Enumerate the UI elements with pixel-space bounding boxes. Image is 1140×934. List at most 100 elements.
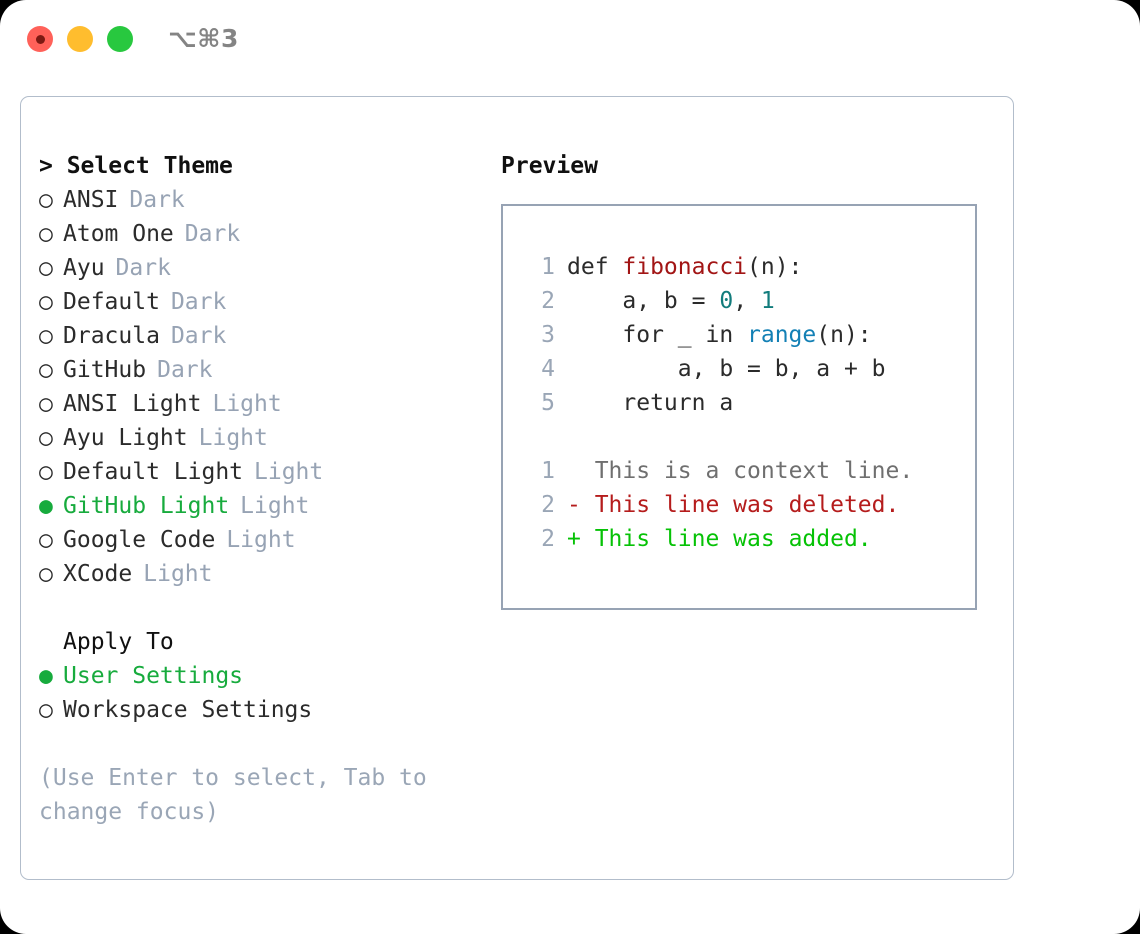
code-token-plain: (n):: [747, 254, 803, 280]
diff-text: This line was added.: [594, 526, 872, 552]
line-number: 5: [541, 390, 555, 416]
radio-unselected-icon: ○: [39, 221, 53, 247]
code-line: 5 return a: [525, 386, 975, 420]
radio-unselected-icon: ○: [39, 459, 53, 485]
theme-list-item[interactable]: ○ Atom One Dark: [39, 217, 479, 251]
line-number: 3: [541, 322, 555, 348]
theme-name: ANSI Light: [63, 391, 202, 417]
code-token-num: 0: [719, 288, 734, 314]
apply-to-options[interactable]: ●User Settings ○ Workspace Settings: [39, 659, 479, 727]
preview-heading: Preview: [501, 153, 598, 179]
diff-line-context: 1 This is a context line.: [525, 454, 975, 488]
apply-to-option-label: Workspace Settings: [63, 697, 313, 723]
code-token-plain: return a: [567, 390, 734, 416]
radio-unselected-icon: ○: [39, 425, 53, 451]
radio-unselected-icon: ○: [39, 357, 53, 383]
code-line: 4 a, b = b, a + b: [525, 352, 975, 386]
radio-unselected-icon: ○: [39, 561, 53, 587]
code-text: a, b = b, a + b: [567, 352, 886, 386]
theme-list-item[interactable]: ● GitHub Light Light: [39, 489, 479, 523]
theme-category-tag: Dark: [157, 357, 213, 383]
radio-unselected-icon: ○: [39, 255, 53, 281]
radio-unselected-icon: ○: [39, 391, 53, 417]
line-number: 4: [541, 356, 555, 382]
apply-to-option[interactable]: ●User Settings: [39, 659, 479, 693]
theme-name: GitHub Light: [63, 493, 230, 519]
traffic-light-controls: [27, 26, 133, 52]
minimize-button[interactable]: [67, 26, 93, 52]
keyboard-shortcut-label: ⌥⌘3: [168, 24, 239, 53]
theme-list-item[interactable]: ○ Ayu Dark: [39, 251, 479, 285]
code-line: 2 a, b = 0, 1: [525, 284, 975, 318]
diff-line-del: 2- This line was deleted.: [525, 488, 975, 522]
code-token-num: 1: [760, 288, 775, 314]
select-theme-heading: > Select Theme: [39, 153, 233, 179]
theme-category-tag: Dark: [170, 289, 227, 315]
line-number: 2: [541, 288, 555, 314]
code-token-builtin: range: [747, 322, 817, 348]
theme-category-tag: Light: [143, 561, 213, 587]
theme-category-tag: Dark: [184, 221, 241, 247]
diff-marker: [567, 454, 595, 488]
theme-name: Atom One: [63, 221, 174, 247]
close-button[interactable]: [27, 26, 53, 52]
theme-name: Default Light: [63, 459, 244, 485]
code-text: return a: [567, 386, 733, 420]
code-line: 1 def fibonacci(n):: [525, 250, 975, 284]
apply-to-section: Apply To ●User Settings ○ Workspace Settin…: [39, 625, 479, 727]
code-text: for _ in range(n):: [567, 318, 872, 352]
line-number: 1: [541, 458, 555, 484]
theme-name: Dracula: [63, 323, 160, 349]
diff-marker: +: [567, 526, 595, 552]
diff-line-add: 2+ This line was added.: [525, 522, 975, 556]
title-bar: ⌥⌘3: [0, 0, 1140, 78]
apply-to-heading: Apply To: [63, 629, 174, 655]
diff-sample: 1 This is a context line.2- This line wa…: [525, 454, 975, 556]
theme-category-tag: Light: [240, 493, 310, 519]
theme-category-tag: Light: [254, 459, 324, 485]
theme-list-item[interactable]: ○ ANSI Dark: [39, 183, 479, 217]
code-token-plain: for _ in: [567, 322, 748, 348]
radio-unselected-icon: ○: [39, 697, 53, 723]
theme-category-tag: Dark: [115, 255, 171, 281]
code-text: a, b = 0, 1: [567, 284, 775, 318]
theme-name: Google Code: [63, 527, 216, 553]
theme-list-item[interactable]: ○ GitHub Dark: [39, 353, 479, 387]
line-number: 2: [541, 492, 555, 518]
apply-to-option[interactable]: ○ Workspace Settings: [39, 693, 479, 727]
theme-name: Default: [63, 289, 160, 315]
line-number: 1: [541, 254, 555, 280]
code-token-plain: a, b =: [567, 288, 720, 314]
code-token-plain: def: [567, 254, 623, 280]
code-token-plain: ,: [733, 288, 761, 314]
maximize-button[interactable]: [107, 26, 133, 52]
code-token-plain: a, b = b, a + b: [567, 356, 886, 382]
diff-marker: -: [567, 492, 595, 518]
code-token-func: fibonacci: [622, 254, 748, 280]
theme-name: Ayu: [63, 255, 105, 281]
radio-selected-icon: ●: [39, 493, 53, 519]
theme-category-tag: Light: [226, 527, 296, 553]
code-token-plain: (n):: [816, 322, 872, 348]
theme-category-tag: Dark: [170, 323, 227, 349]
theme-list-item[interactable]: ○ Default Light Light: [39, 455, 479, 489]
theme-category-tag: Dark: [129, 187, 185, 213]
theme-name: Ayu Light: [63, 425, 188, 451]
theme-name: GitHub: [63, 357, 147, 383]
radio-unselected-icon: ○: [39, 187, 53, 213]
theme-name: ANSI: [63, 187, 119, 213]
radio-selected-icon: ●: [39, 663, 53, 689]
